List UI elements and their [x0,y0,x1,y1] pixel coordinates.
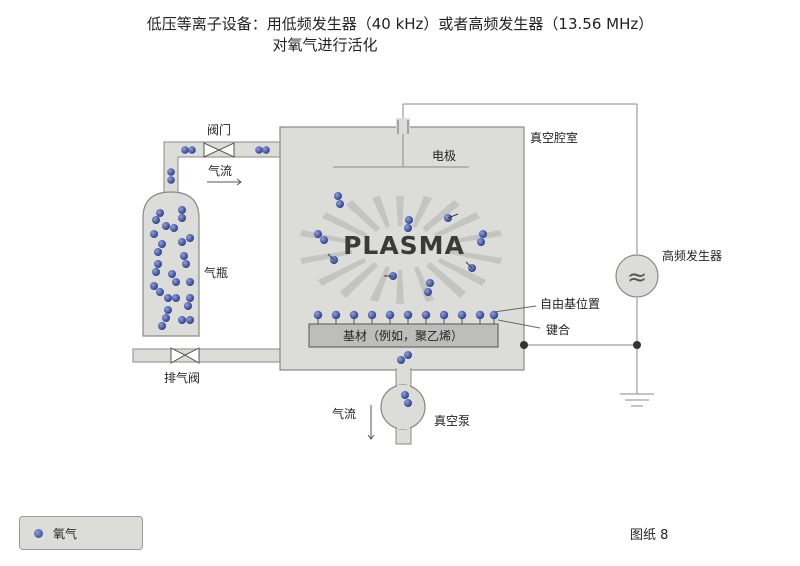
gas-bottle-label: 气瓶 [204,265,228,280]
legend-label: 氧气 [53,526,78,541]
gas-bottle [142,191,200,337]
title-line-1: 低压等离子设备：用低频发生器（40 kHz）或者高频发生器（13.56 MHz） [146,15,654,33]
vacuum-pump-label: 真空泵 [434,414,470,428]
exhaust-pipe [132,348,282,363]
plasma-glow [300,196,502,304]
flow-arrow-top [207,178,242,186]
legend: 氧气 [19,516,143,550]
substrate-label: 基材（例如，聚乙烯） [343,328,463,343]
electrode-label: 电极 [432,149,456,163]
radical-tails [327,213,473,277]
oxygen-molecules [150,146,487,407]
flow-arrow-bottom [367,405,375,440]
junction-dot-right [633,341,641,349]
free-radical-site-label: 自由基位置 [540,296,600,311]
bonding-label: 键合 [546,322,570,337]
capacitor [396,118,410,134]
hf-generator-symbol: ≈ [627,263,647,291]
diagram-title: 低压等离子设备：用低频发生器（40 kHz）或者高频发生器（13.56 MHz）… [0,14,800,56]
exhaust-valve[interactable] [170,347,200,364]
free-radical-sites [313,310,499,324]
title-line-2: 对氧气进行活化 [272,36,378,54]
leader-lines [493,305,541,329]
valve-label: 阀门 [207,122,231,137]
vacuum-chamber-label: 真空腔室 [530,130,578,145]
gas-flow-bottom-label: 气流 [332,406,356,421]
junction-dot-left [520,341,528,349]
valve-top[interactable] [203,142,235,158]
exhaust-valve-label: 排气阀 [164,370,200,385]
hf-generator-label: 高频发生器 [662,248,722,263]
figure-number: 图纸 8 [630,528,669,543]
substrate [308,323,499,348]
hf-generator [615,254,659,298]
gas-flow-top-label: 气流 [208,163,232,178]
plasma-label: PLASMA [343,231,465,260]
oxygen-legend-icon [34,528,43,538]
